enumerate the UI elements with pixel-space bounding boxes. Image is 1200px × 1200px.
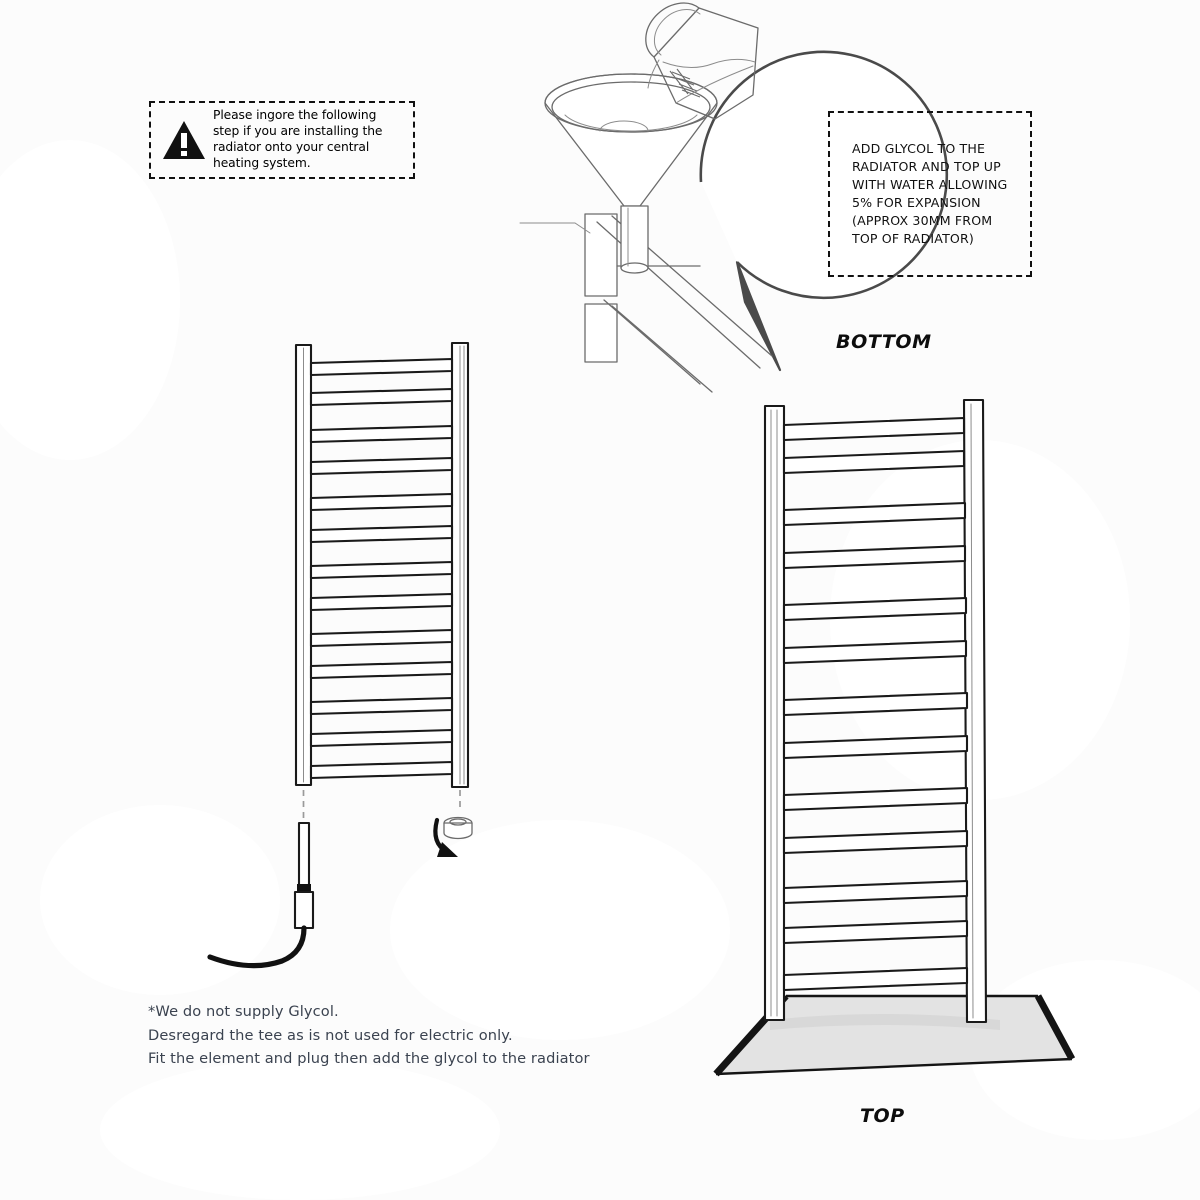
funnel-icon xyxy=(544,73,718,274)
measuring-jug-icon xyxy=(645,2,759,120)
power-cable-icon xyxy=(207,925,307,969)
glycol-note-text: ADD GLYCOL TO THE RADIATOR AND TOP UP WI… xyxy=(852,141,1008,246)
radiator-rungs-perspective xyxy=(782,416,969,992)
rotate-arrow-icon xyxy=(433,817,458,857)
detail-callout-group xyxy=(519,2,949,393)
radiator-rungs xyxy=(309,357,454,780)
wall-radiator-front-view xyxy=(294,341,470,822)
radiator-perspective-view xyxy=(713,398,1076,1077)
blanking-plug-icon xyxy=(433,816,473,857)
warning-note-box: Please ingore the following step if you … xyxy=(149,101,415,179)
glycol-note-box: ADD GLYCOL TO THE RADIATOR AND TOP UP WI… xyxy=(828,111,1032,277)
warning-triangle-icon xyxy=(161,118,207,162)
footnote-text: *We do not supply Glycol. Desregard the … xyxy=(148,1003,590,1068)
label-bottom: BOTTOM xyxy=(836,331,932,353)
heating-element-icon xyxy=(207,821,315,969)
warning-note-text: Please ingore the following step if you … xyxy=(213,108,383,170)
label-top: TOP xyxy=(860,1105,905,1127)
